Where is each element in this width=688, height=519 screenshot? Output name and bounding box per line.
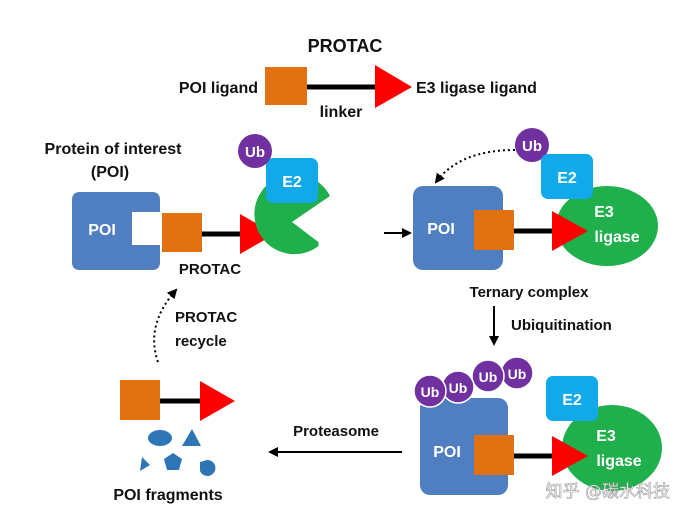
ub-transfer-dotted-arrow <box>434 149 516 184</box>
e3-label-1b: ligase <box>317 237 362 254</box>
poi-caption-line2: (POI) <box>91 164 129 181</box>
recycle-label-line1: PROTAC <box>175 309 237 326</box>
poi-label-1: POI <box>88 222 116 239</box>
ubiquitin-chain-3 <box>471 359 505 393</box>
e2-label-1: E2 <box>282 174 302 191</box>
e2-label-3: E2 <box>562 392 582 409</box>
e3-label-3a: E3 <box>596 428 616 445</box>
recycled-e3-ligand <box>200 381 235 421</box>
e3-ligase-3 <box>562 405 662 491</box>
e3-label-1a: E3 <box>318 213 338 230</box>
e2-enzyme-1 <box>266 158 318 203</box>
e3-ligand-label: E3 ligase ligand <box>416 80 537 97</box>
e3-label-3b: ligase <box>596 453 641 470</box>
e3-label-2a: E3 <box>594 204 614 221</box>
fragment-small-triangle <box>140 457 150 471</box>
ub-chain-label-4: Ub <box>508 366 527 382</box>
e3-label-2b: ligase <box>594 229 639 246</box>
protac-recycle-arrow <box>153 288 178 363</box>
recycle-label-line2: recycle <box>175 333 227 350</box>
ternary-complex-label: Ternary complex <box>470 284 590 301</box>
legend-e3-ligand-triangle <box>375 65 412 108</box>
protac-title: PROTAC <box>308 36 383 56</box>
fragment-oval <box>148 430 172 446</box>
recycled-poi-ligand <box>120 380 160 420</box>
ub-label-1: Ub <box>245 144 265 161</box>
poi-caption-line1: Protein of interest <box>45 141 183 158</box>
linker-label: linker <box>320 104 363 121</box>
fragment-triangle <box>182 429 201 446</box>
e3-ligand-3 <box>552 436 588 476</box>
poi-ligand-3 <box>474 435 514 475</box>
fragment-pentagon <box>164 453 182 470</box>
poi-ligand-label: POI ligand <box>179 80 258 97</box>
ubiquitin-2 <box>515 128 549 162</box>
watermark: 知乎 @碳水科技 <box>546 482 670 502</box>
poi-protein-1 <box>72 192 160 270</box>
fragment-pacman <box>200 459 216 476</box>
e3-ligase-2 <box>556 186 658 266</box>
e3-ligand-2 <box>552 211 588 251</box>
e2-enzyme-3 <box>546 376 598 421</box>
ub-chain-label-2: Ub <box>449 380 468 396</box>
poi-label-2: POI <box>427 221 455 238</box>
poi-fragments-label: POI fragments <box>113 487 222 504</box>
ubiquitin-chain-1 <box>413 374 447 408</box>
proteasome-label: Proteasome <box>293 423 379 440</box>
e2-enzyme-2 <box>541 154 593 199</box>
ubiquitination-label: Ubiquitination <box>511 317 612 334</box>
poi-label-3: POI <box>433 444 461 461</box>
poi-ligand-2 <box>474 210 514 250</box>
poi-ligand-1 <box>162 213 202 252</box>
protac-label-1: PROTAC <box>179 261 241 278</box>
e3-ligand-1 <box>240 214 275 254</box>
ub-chain-label-1: Ub <box>421 384 440 400</box>
legend-poi-ligand-square <box>265 67 307 105</box>
e2-label-2: E2 <box>557 170 577 187</box>
ub-chain-label-3: Ub <box>479 369 498 385</box>
ubiquitin-1 <box>238 134 272 168</box>
ub-label-2: Ub <box>522 138 542 155</box>
